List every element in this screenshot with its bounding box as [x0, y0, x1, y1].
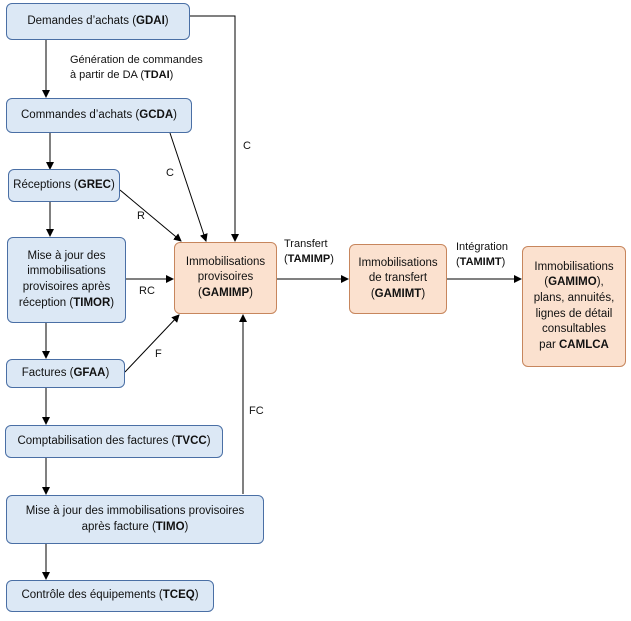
gdai-text: Demandes d’achats: [27, 14, 133, 27]
gamimp-code: GAMIMP: [201, 286, 250, 299]
box-timor: Mise à jour des immobilisations provisoi…: [7, 237, 126, 323]
transfert-code: TAMIMP: [287, 252, 331, 265]
gamimo-line2-tail: ),: [596, 276, 604, 289]
timor-line4: réception: [18, 296, 70, 309]
gamimo-line5: consultables: [542, 323, 606, 336]
timor-line2: immobilisations: [27, 265, 106, 278]
tceq-code: TCEQ: [162, 589, 195, 602]
tdai-line2: à partir de DA: [70, 68, 141, 81]
arrow-grec-gamimp: [119, 189, 182, 242]
gamimp-line2: provisoires: [197, 271, 254, 284]
label-c-mid: C: [166, 167, 174, 179]
gdai-code: GDAI: [136, 14, 165, 27]
gamimo-code2: CAMLCA: [559, 338, 609, 351]
timo-line1: Mise à jour des immobilisations provisoi…: [25, 504, 245, 517]
tceq-text: Contrôle des équipements: [21, 589, 159, 602]
label-tdai: Génération de commandes à partir de DA (…: [70, 54, 203, 81]
gcda-text: Commandes d’achats: [21, 108, 136, 121]
timo-code: TIMO: [155, 520, 185, 533]
box-gamimo: Immobilisations (GAMIMO), plans, annuité…: [522, 246, 626, 367]
box-gamimp: Immobilisations provisoires (GAMIMP): [174, 242, 277, 314]
box-tvcc: Comptabilisation des factures (TVCC): [5, 425, 223, 458]
tvcc-code: TVCC: [175, 434, 207, 447]
label-f: F: [155, 348, 162, 360]
arrow-gfaa-gamimp: [124, 314, 180, 373]
tvcc-text: Comptabilisation des factures: [17, 434, 172, 447]
box-timo: Mise à jour des immobilisations provisoi…: [6, 495, 264, 544]
grec-code: GREC: [77, 178, 111, 191]
timor-line1: Mise à jour des: [27, 249, 106, 262]
gamimt-line1: Immobilisations: [358, 256, 438, 269]
gamimo-line6: par: [539, 338, 559, 351]
tdai-code: TDAI: [144, 68, 170, 81]
integration-code: TAMIMT: [459, 255, 502, 268]
box-gamimt: Immobilisations de transfert (GAMIMT): [349, 244, 447, 314]
box-grec: Réceptions (GREC): [8, 169, 120, 202]
box-gdai: Demandes d’achats (GDAI): [6, 3, 190, 40]
label-integration: Intégration (TAMIMT): [456, 241, 508, 268]
gamimo-code: GAMIMO: [548, 276, 597, 289]
arrow-gcda-gamimp: [169, 132, 208, 242]
gamimt-line2: de transfert: [368, 272, 428, 285]
gfaa-code: GFAA: [73, 366, 106, 379]
gcda-code: GCDA: [139, 108, 174, 121]
box-tceq: Contrôle des équipements (TCEQ): [6, 580, 214, 612]
arrow-gdai-gamimp: [190, 15, 239, 242]
grec-text: Réceptions: [13, 178, 74, 191]
tdai-line1: Génération de commandes: [70, 54, 203, 66]
label-rc: RC: [139, 285, 155, 297]
integration-text: Intégration: [456, 241, 508, 253]
gamimo-line3: plans, annuités,: [533, 291, 615, 304]
gamimo-line4: lignes de détail: [535, 307, 613, 320]
label-r: R: [137, 210, 145, 222]
gamimp-line1: Immobilisations: [185, 255, 266, 268]
gamimo-line1: Immobilisations: [534, 260, 614, 273]
timor-code: TIMOR: [73, 296, 111, 309]
label-transfert: Transfert (TAMIMP): [284, 238, 334, 265]
box-gfaa: Factures (GFAA): [6, 359, 125, 388]
transfert-text: Transfert: [284, 238, 328, 250]
box-gcda: Commandes d’achats (GCDA): [6, 98, 192, 133]
gamimt-code: GAMIMT: [374, 287, 422, 300]
timo-line2: après facture: [81, 520, 152, 533]
label-c-top: C: [243, 140, 251, 152]
label-fc: FC: [249, 405, 264, 417]
gfaa-text: Factures: [21, 366, 70, 379]
timor-line3: provisoires après: [22, 281, 111, 293]
